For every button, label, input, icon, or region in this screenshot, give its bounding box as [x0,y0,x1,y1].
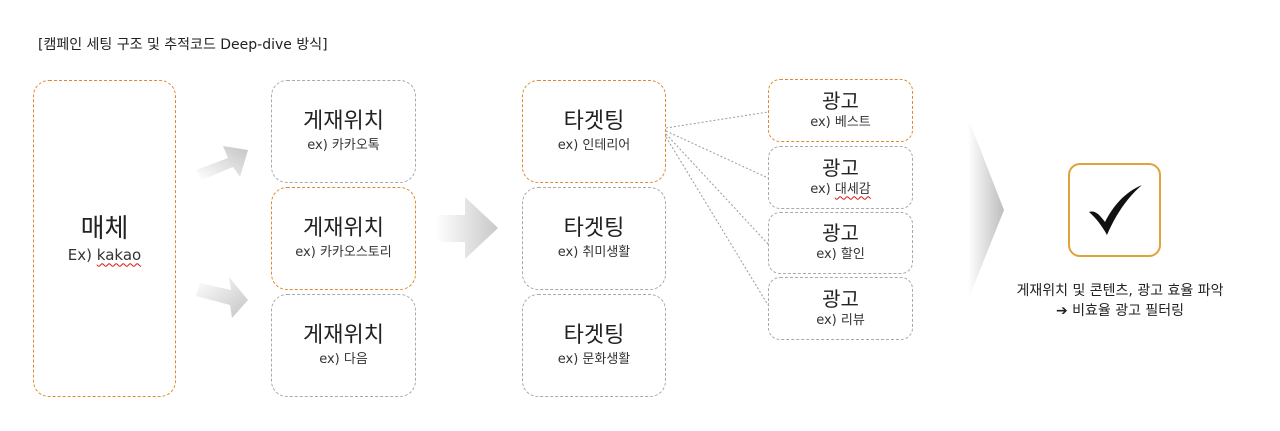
big-arrow-to-result [968,118,1004,300]
ad-label: 광고 [822,286,859,311]
targeting-label: 타겟팅 [563,108,625,134]
placement-label: 게재위치 [303,322,384,348]
medium-box: 매체 Ex) kakao [33,80,176,397]
ad-example-prefix: ex) [810,181,835,197]
result-line-1: 게재위치 및 콘텐츠, 광고 효율 파악 [1016,283,1224,299]
targeting-box: 타겟팅 ex) 문화생활 [522,294,666,397]
placement-label: 게재위치 [303,215,384,241]
placement-example: ex) 카카오스토리 [295,244,392,260]
ad-box: 광고 ex) 할인 [768,212,913,274]
ad-example-value: 대세감 [834,181,871,197]
arrow-placement-to-targeting [436,197,498,259]
connector-lines [665,111,769,306]
ad-example-value: 리뷰 [840,312,865,328]
placement-box-highlighted: 게재위치 ex) 카카오스토리 [271,187,416,290]
connector-line-2 [665,130,769,179]
targeting-box: 타겟팅 ex) 취미생활 [522,187,666,290]
ad-box: 광고 ex) 리뷰 [768,277,913,340]
ad-example-prefix: ex) [816,312,841,328]
result-line-2: ➔ 비효율 광고 필터링 [1055,303,1185,319]
placement-box: 게재위치 ex) 다음 [271,294,416,397]
medium-example-prefix: Ex) [67,245,97,264]
targeting-label: 타겟팅 [563,322,625,348]
ad-label: 광고 [822,221,859,245]
medium-example: Ex) kakao [68,246,141,264]
diagram-title: [캠페인 세팅 구조 및 추적코드 Deep-dive 방식] [38,37,328,53]
result-caption: 게재위치 및 콘텐츠, 광고 효율 파악 ➔ 비효율 광고 필터링 [985,281,1255,321]
arrow-medium-to-placement-bottom [196,277,248,318]
checkmark-icon [1088,185,1142,235]
ad-example: ex) 리뷰 [816,312,865,330]
targeting-example: ex) 인테리어 [557,137,631,153]
medium-example-value: kakao [96,245,142,264]
ad-example-prefix: ex) [816,247,841,262]
ad-label: 광고 [822,88,859,113]
ad-box-highlighted: 광고 ex) 베스트 [768,79,913,142]
ad-label: 광고 [822,155,859,180]
checkmark-box [1068,163,1161,257]
ad-example-prefix: ex) [810,114,835,130]
ad-box: 광고 ex) 대세감 [768,146,913,209]
connector-line-1 [665,111,769,129]
connector-line-3 [665,133,769,245]
ad-example-value: 할인 [840,247,865,262]
arrow-medium-to-placement-top [196,146,248,180]
placement-box: 게재위치 ex) 카카오톡 [271,80,416,183]
placement-example: ex) 다음 [319,351,368,367]
targeting-example: ex) 취미생활 [557,244,631,260]
connector-line-4 [665,136,769,306]
targeting-label: 타겟팅 [563,215,625,241]
targeting-example: ex) 문화생활 [557,351,631,367]
placement-label: 게재위치 [303,108,384,134]
medium-label: 매체 [80,213,129,244]
ad-example: ex) 베스트 [810,114,871,132]
ad-example: ex) 대세감 [810,181,871,199]
ad-example-value: 베스트 [834,114,871,130]
targeting-box-highlighted: 타겟팅 ex) 인테리어 [522,80,666,183]
ad-example: ex) 할인 [816,246,865,264]
placement-example: ex) 카카오톡 [307,137,380,153]
